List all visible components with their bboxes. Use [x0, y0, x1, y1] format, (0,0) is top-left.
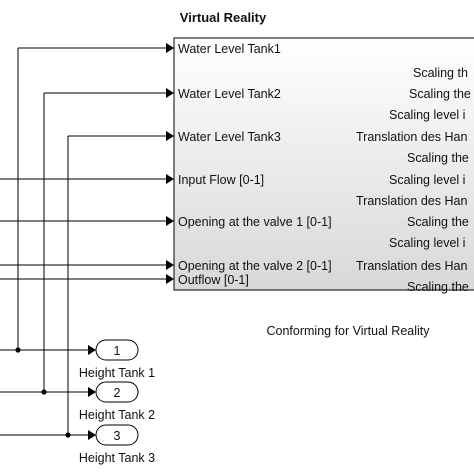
output-port-label: Scaling the [407, 151, 469, 165]
input-wires [0, 47, 166, 436]
outport-2-number: 2 [114, 386, 121, 400]
output-port-label: Translation des Han [356, 130, 467, 144]
arrowhead [88, 345, 96, 355]
output-port-label: Scaling th [413, 66, 468, 80]
arrowhead [166, 43, 174, 53]
outport-3-label: Height Tank 3 [79, 451, 155, 465]
arrowhead [166, 174, 174, 184]
arrowhead [166, 216, 174, 226]
virtual-reality-subsystem-block[interactable] [173, 37, 474, 291]
output-port-label: Scaling the [409, 87, 471, 101]
input-port-label: Opening at the valve 2 [0-1] [178, 259, 332, 273]
outport-1-label: Height Tank 1 [79, 366, 155, 380]
outport-2-shape[interactable] [95, 381, 139, 403]
output-port-label: Scaling level i [389, 108, 465, 122]
output-port-label: Scaling the [407, 215, 469, 229]
output-port-label: Translation des Han [356, 259, 467, 273]
input-port-label: Outflow [0-1] [178, 273, 249, 287]
input-port-label: Water Level Tank1 [178, 42, 281, 56]
arrowhead [166, 88, 174, 98]
input-port-label: Water Level Tank3 [178, 130, 281, 144]
input-port-label: Water Level Tank2 [178, 87, 281, 101]
junction-dot [65, 432, 71, 438]
input-port-label: Input Flow [0-1] [178, 173, 264, 187]
outport-1[interactable]: 1 Height Tank 1 [79, 339, 155, 380]
outport-2-label: Height Tank 2 [79, 408, 155, 422]
arrowhead [166, 260, 174, 270]
block-title: Virtual Reality [180, 10, 267, 25]
output-port-label: Scaling level i [389, 173, 465, 187]
junction-dot [41, 389, 47, 395]
arrowhead [88, 387, 96, 397]
block-caption: Conforming for Virtual Reality [266, 324, 430, 338]
arrowhead [88, 430, 96, 440]
output-port-label: Scaling level i [389, 236, 465, 250]
junction-dots [15, 347, 71, 438]
output-port-labels: Scaling th Scaling the Scaling level i T… [356, 66, 471, 294]
output-port-label: Scaling the [407, 280, 469, 294]
outport-3[interactable]: 3 Height Tank 3 [79, 424, 155, 465]
junction-dot [15, 347, 21, 353]
input-port-label: Opening at the valve 1 [0-1] [178, 215, 332, 229]
outport-2[interactable]: 2 Height Tank 2 [79, 381, 155, 422]
outport-1-shape[interactable] [95, 339, 139, 361]
outport-3-shape[interactable] [95, 424, 139, 446]
arrowhead [166, 274, 174, 284]
input-port-labels: Water Level Tank1 Water Level Tank2 Wate… [178, 42, 332, 287]
arrowhead [166, 131, 174, 141]
output-port-label: Translation des Han [356, 194, 467, 208]
outport-1-number: 1 [114, 344, 121, 358]
input-arrowheads [166, 43, 174, 284]
outport-3-number: 3 [114, 429, 121, 443]
